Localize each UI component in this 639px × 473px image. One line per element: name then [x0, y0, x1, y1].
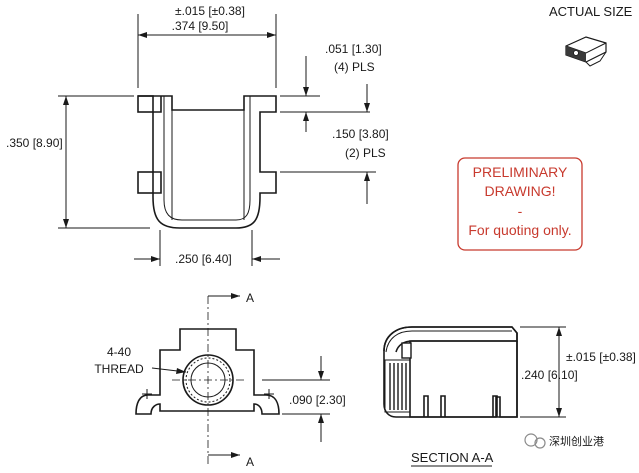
preliminary-stamp: PRELIMINARY DRAWING! - For quoting only. [457, 157, 583, 251]
section-title: SECTION A-A [411, 450, 494, 465]
pitch-quantity: (2) PLS [345, 146, 386, 160]
section-thread-hatch [389, 363, 407, 410]
height-dimension: .350 [8.90] [6, 136, 63, 150]
section-height-dimension: .240 [6.10] [521, 368, 578, 382]
width-dimension: .374 [9.50] [172, 19, 229, 33]
section-nut-tab [401, 342, 412, 359]
section-top-plate [383, 326, 518, 353]
actual-size-part-icon [565, 36, 607, 67]
section-body [383, 341, 518, 418]
section-slot [423, 395, 429, 417]
actual-size-label: ACTUAL SIZE [549, 4, 633, 19]
actual-size-block: ACTUAL SIZE [549, 4, 633, 67]
tail-dimension: .090 [2.30] [289, 393, 346, 407]
tab-dimension: .051 [1.30] [325, 42, 382, 56]
section-slot [440, 395, 446, 417]
side-profile-inner [163, 96, 251, 221]
stamp-line-4: For quoting only. [468, 222, 571, 238]
section-top-inner [385, 330, 512, 353]
watermark: 深圳创业港 [524, 433, 604, 449]
crossmark-left [142, 389, 152, 399]
section-nut-outline [384, 359, 411, 413]
width-tolerance: ±.015 [±0.38] [175, 4, 245, 18]
tab-quantity: (4) PLS [334, 60, 375, 74]
thread-callout-label: THREAD [94, 362, 144, 376]
section-height-tolerance: ±.015 [±0.38] [566, 350, 636, 364]
section-mark-top: A [246, 291, 254, 305]
thread-callout-size: 4-40 [107, 345, 131, 359]
crossmark-right [264, 389, 274, 399]
tab-lower-left [137, 171, 154, 194]
front-view: A A 4-40 THREAD .090 [2.30] [94, 291, 345, 469]
section-view: ±.015 [±0.38] .240 [6.10] SECTION A-A [383, 326, 636, 467]
pitch-dimension: .150 [3.80] [332, 127, 389, 141]
section-mark-bottom: A [246, 455, 254, 469]
stamp-line-1: PRELIMINARY [473, 164, 568, 180]
side-profile-outline [138, 95, 277, 229]
side-profile-view: ±.015 [±0.38] .374 [9.50] .350 [8.90] .0… [6, 4, 389, 266]
front-view-outline [135, 328, 280, 415]
tab-upper-left [137, 95, 154, 113]
stamp-line-2: DRAWING! [484, 183, 555, 199]
base-dimension: .250 [6.40] [175, 252, 232, 266]
thread-hole-thread [185, 357, 231, 403]
watermark-text: 深圳创业港 [549, 435, 604, 448]
chat-icon [524, 433, 538, 447]
stamp-line-3: - [518, 203, 523, 219]
section-slot [492, 395, 498, 417]
